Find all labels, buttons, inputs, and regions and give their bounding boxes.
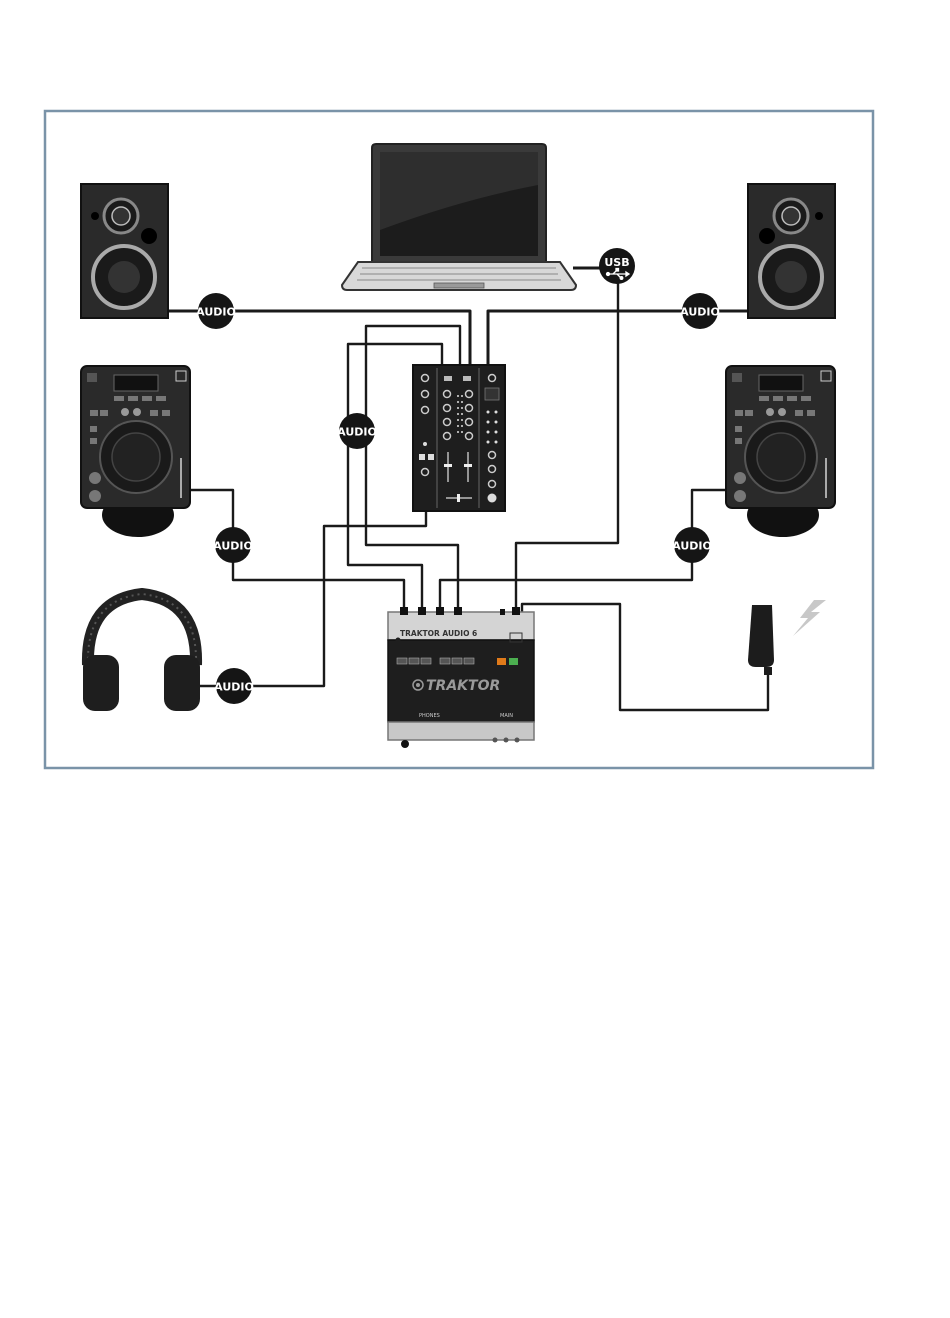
mixer — [413, 365, 505, 511]
badge-audio-text: AUDIO — [213, 540, 253, 553]
badge-audio-text: AUDIO — [214, 681, 254, 694]
badge-audio-text: AUDIO — [196, 306, 236, 319]
badge-audio-text: AUDIO — [672, 540, 712, 553]
badge-audio-text: AUDIO — [680, 306, 720, 319]
interface-phones-text: PHONES — [419, 713, 440, 719]
interface-model-text: TRAKTOR AUDIO 6 — [400, 629, 477, 638]
interface-main-text: MAIN — [500, 713, 513, 719]
badge-usb-text: USB — [604, 256, 629, 269]
speaker-left — [81, 184, 168, 318]
laptop-icon — [342, 144, 576, 290]
interface-brand-text: TRAKTOR — [426, 678, 500, 694]
audio-interface: TRAKTOR TRAKTOR AUDIO 6 PHONES MAIN — [388, 607, 534, 748]
badge-audio-text: AUDIO — [337, 426, 377, 439]
speaker-right — [748, 184, 835, 318]
badge-usb: USB — [599, 248, 635, 284]
